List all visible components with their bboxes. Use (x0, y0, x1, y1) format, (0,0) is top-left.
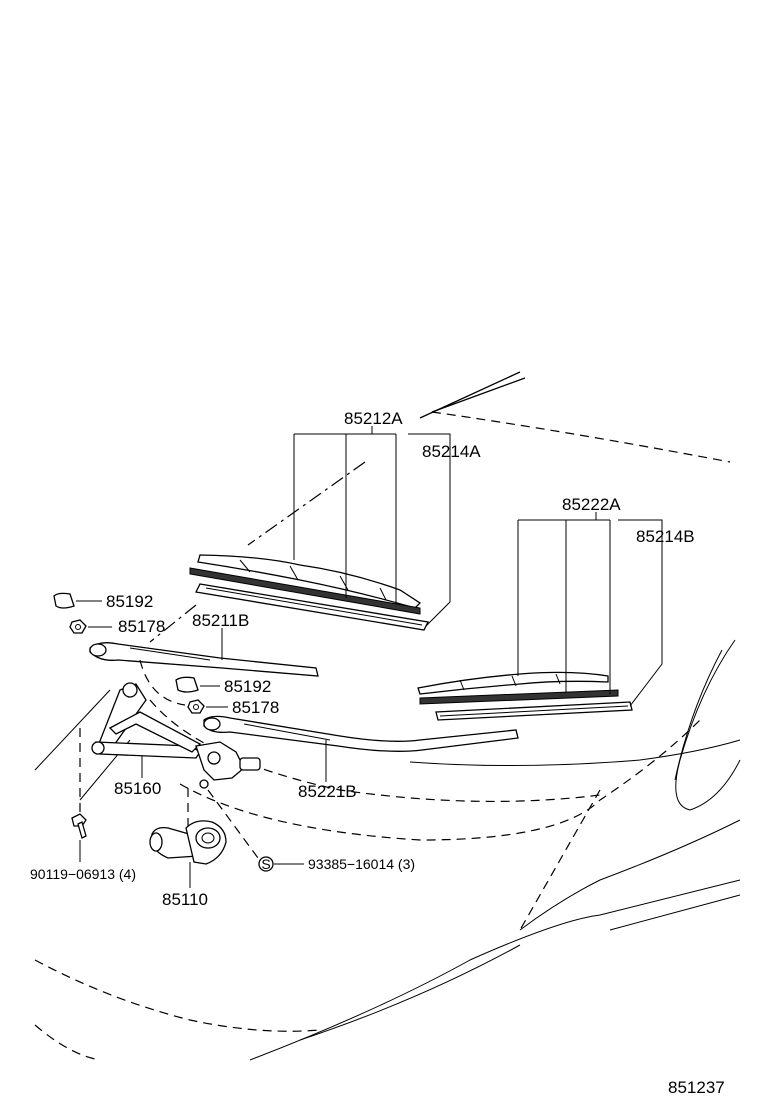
cap-85192-upper (53, 592, 102, 609)
label-85178-lower: 85178 (232, 698, 279, 717)
label-85212A: 85212A (344, 409, 403, 428)
bolt-90119 (71, 728, 87, 862)
leader-85214B (618, 519, 663, 707)
label-85160: 85160 (114, 779, 161, 798)
leader-85222A (517, 512, 611, 694)
label-93385: 93385−16014 (3) (308, 856, 415, 872)
label-85214A: 85214A (422, 442, 481, 461)
part-labels: 85212A 85214A 85222A 85214B 85192 85178 … (30, 409, 725, 1097)
label-85221B: 85221B (298, 782, 357, 801)
cap-85192-lower (175, 676, 220, 693)
wiper-arm-85211B (89, 642, 319, 706)
label-85222A: 85222A (562, 495, 621, 514)
label-85110: 85110 (162, 890, 208, 909)
blade-assembly-85222A (417, 671, 633, 721)
s-marker-text: S (261, 856, 270, 872)
vehicle-body-outline (34, 371, 741, 1061)
label-85192-upper: 85192 (106, 592, 153, 611)
label-90119: 90119−06913 (4) (30, 866, 136, 882)
leader-85212A (293, 426, 397, 604)
label-85192-lower: 85192 (224, 677, 271, 696)
wiper-motor-85110 (149, 788, 227, 888)
label-85211B: 85211B (192, 611, 249, 630)
s-marker-93385: S (207, 789, 304, 872)
nut-85178-upper (69, 619, 112, 634)
wiper-arm-85221B (203, 715, 519, 752)
nut-85178-lower (187, 699, 228, 714)
blade-assembly-85212A (189, 554, 429, 631)
wiper-linkage-85160 (91, 682, 261, 789)
blade-to-arm-link (149, 604, 197, 643)
diagram-id: 851237 (668, 1078, 725, 1097)
label-85214B: 85214B (636, 527, 695, 546)
label-85178-upper: 85178 (118, 617, 165, 636)
leader-85214A (408, 433, 451, 627)
